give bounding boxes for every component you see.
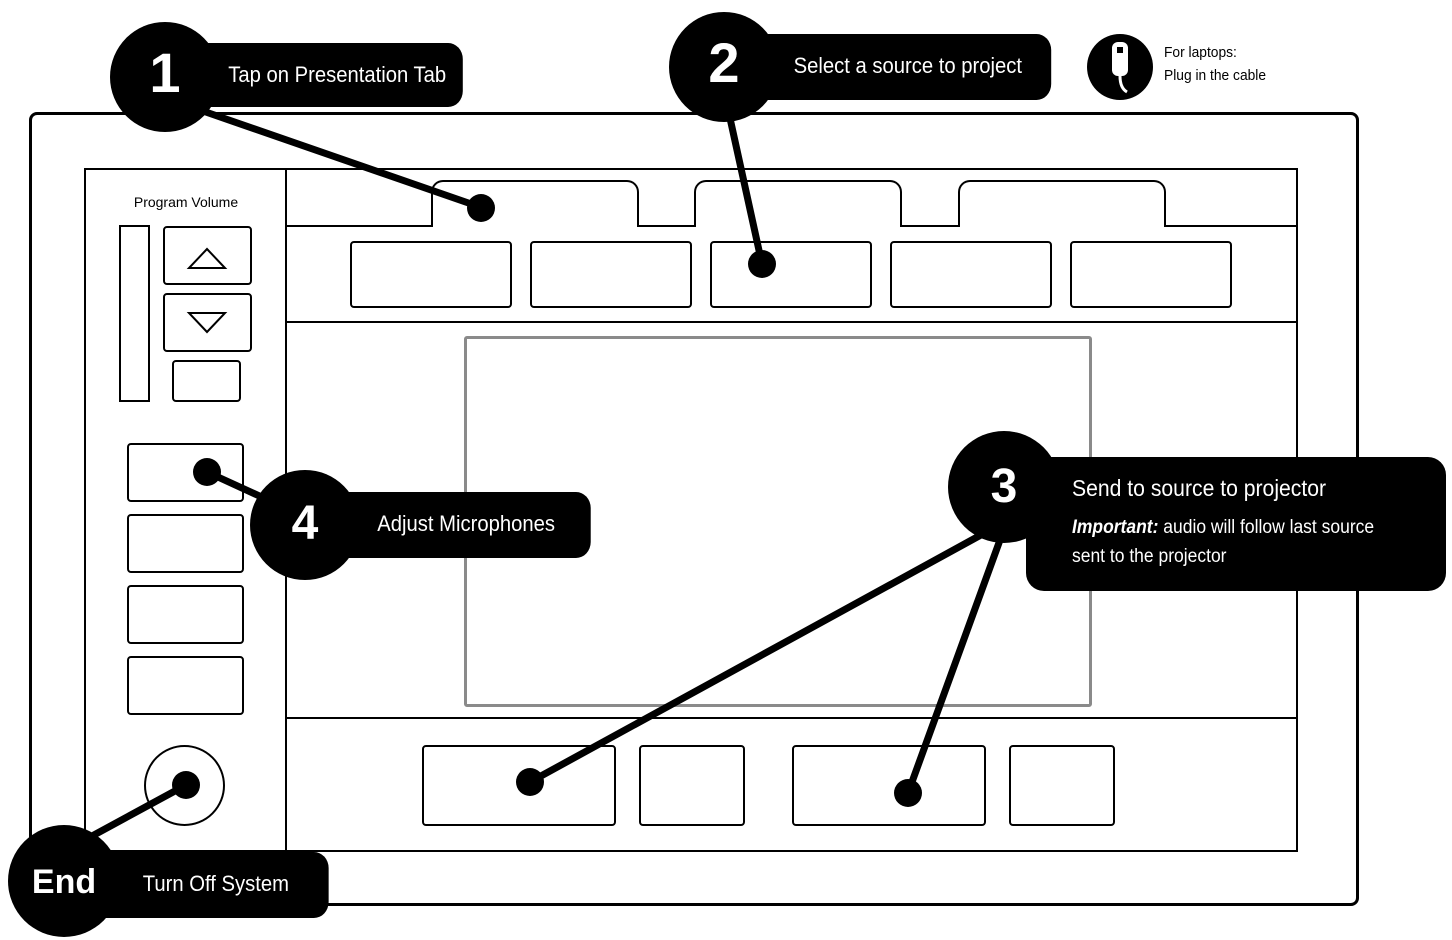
callout-step2: Select a source to project: [720, 34, 1052, 100]
callout-step3-note-line2: sent to the projector: [1072, 546, 1227, 567]
callout-step3-important-text: audio will follow last source: [1158, 517, 1375, 538]
sidebar-button-4[interactable]: [127, 656, 244, 715]
bottom-button-4[interactable]: [1009, 745, 1115, 826]
callout-step3-badge: 3: [948, 431, 1060, 543]
source-button-4[interactable]: [890, 241, 1052, 308]
volume-down-button[interactable]: [163, 293, 252, 352]
volume-label: Program Volume: [133, 194, 239, 210]
callout-step1-badge: 1: [110, 22, 220, 132]
source-bar-line: [286, 321, 1298, 323]
usb-cable-icon: [1087, 34, 1153, 100]
callout-step3: Send to source to projector Important: a…: [1026, 457, 1446, 591]
callout-end-badge: End: [8, 825, 120, 937]
microphone-button[interactable]: [127, 443, 244, 502]
mute-button[interactable]: [172, 360, 241, 402]
laptop-note-line1: For laptops:: [1164, 44, 1237, 61]
volume-up-button[interactable]: [163, 226, 252, 285]
callout-step2-badge: 2: [669, 12, 779, 122]
sidebar-button-3[interactable]: [127, 585, 244, 644]
target-dot-step3a: [516, 768, 544, 796]
power-button[interactable]: [144, 745, 225, 826]
volume-meter: [119, 225, 150, 402]
source-button-2[interactable]: [530, 241, 692, 308]
callout-step3-title: Send to source to projector: [1072, 475, 1327, 501]
callout-step4-badge: 4: [250, 470, 360, 580]
triangle-up-icon: [186, 247, 228, 269]
callout-step3-number: 3: [990, 460, 1018, 513]
target-dot-end: [172, 771, 200, 799]
callout-step4-number: 4: [291, 497, 319, 550]
callout-step1-text: Tap on Presentation Tab: [228, 62, 447, 87]
source-button-1[interactable]: [350, 241, 512, 308]
triangle-down-icon: [186, 312, 228, 334]
target-dot-step4: [193, 458, 221, 486]
callout-step2-text: Select a source to project: [793, 53, 1022, 78]
bottom-bar-line: [286, 717, 1298, 719]
callout-step1-number: 1: [149, 41, 181, 104]
callout-step2-number: 2: [708, 31, 740, 94]
callout-step3-note: Important: audio will follow last source: [1072, 517, 1374, 539]
callout-step4-text: Adjust Microphones: [377, 511, 556, 536]
tab-third[interactable]: [958, 180, 1166, 227]
sidebar-button-2[interactable]: [127, 514, 244, 573]
callout-step3-important-label: Important:: [1072, 517, 1159, 538]
source-button-5[interactable]: [1070, 241, 1232, 308]
send-to-projector-button-2[interactable]: [792, 745, 986, 826]
target-dot-step1: [467, 194, 495, 222]
callout-end-text: Turn Off System: [142, 871, 290, 896]
target-dot-step3b: [894, 779, 922, 807]
tab-second[interactable]: [694, 180, 902, 227]
bottom-button-2[interactable]: [639, 745, 745, 826]
target-dot-step2: [748, 250, 776, 278]
callout-end-number: End: [31, 863, 97, 901]
source-button-3[interactable]: [710, 241, 872, 308]
laptop-note-line2: Plug in the cable: [1164, 67, 1267, 84]
